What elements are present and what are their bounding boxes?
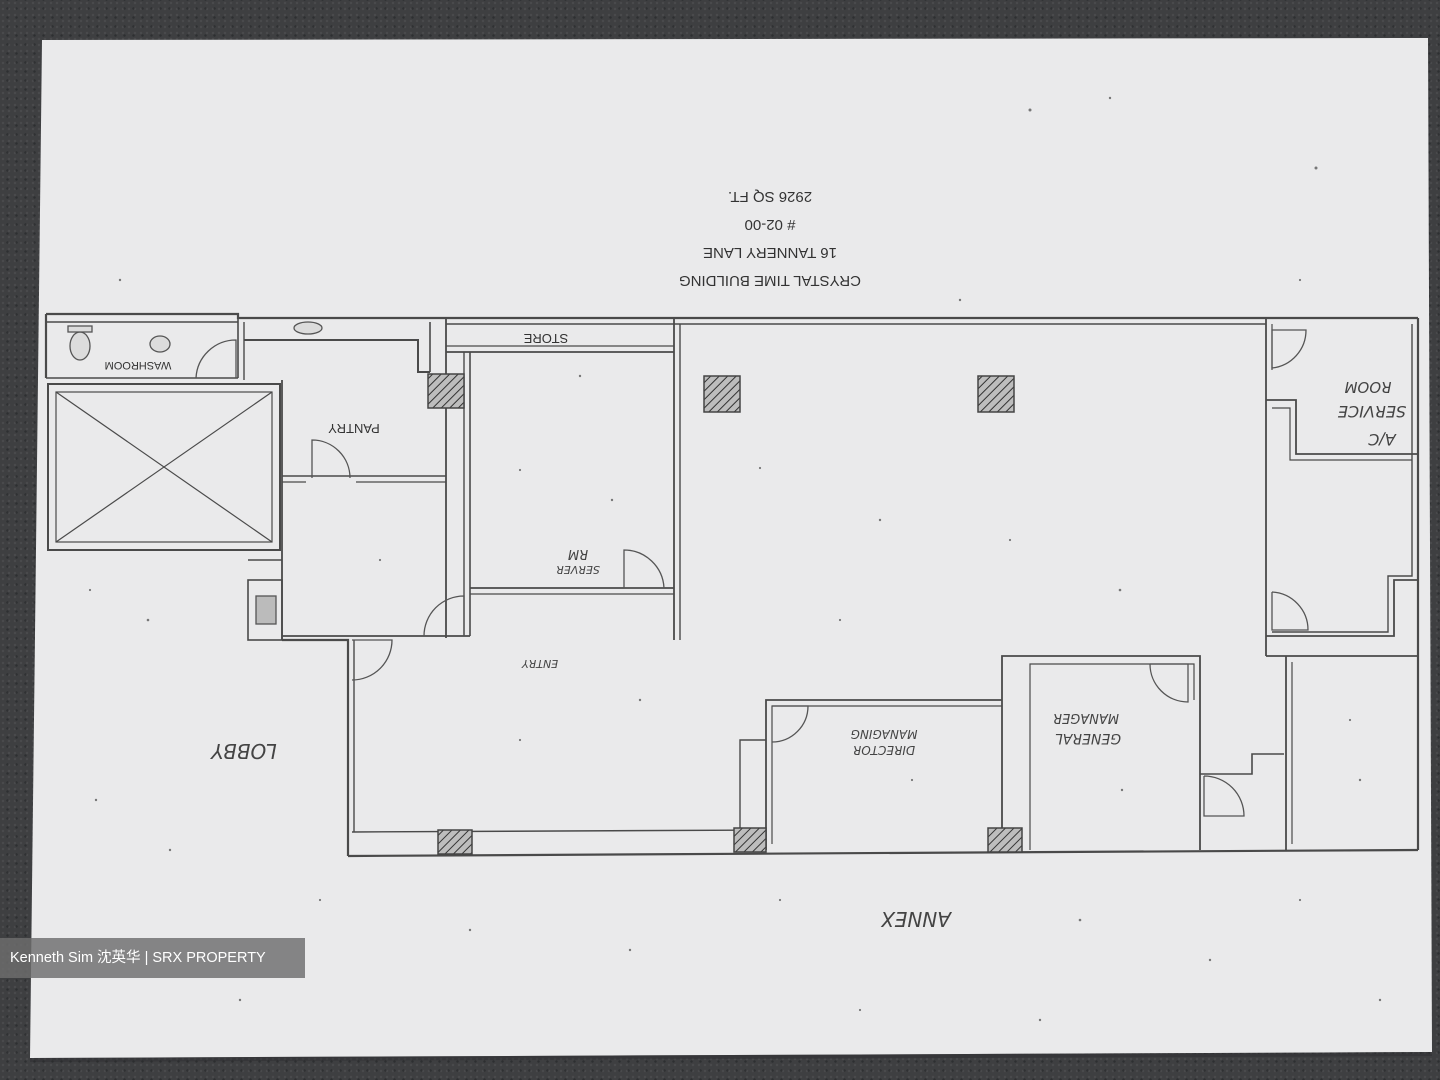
ac-service-label-line3: ROOM: [1344, 378, 1391, 396]
column: [977, 375, 1015, 413]
column: [427, 373, 465, 409]
pantry-sink-icon: [293, 321, 323, 335]
title-block: CRYSTAL TIME BUILDING 16 TANNERY LANE # …: [679, 188, 861, 289]
door-swings: [195, 329, 1309, 817]
server-room-label-line2: RM: [568, 546, 588, 561]
lobby-label: LOBBY: [209, 739, 276, 763]
washroom-fixtures: [67, 321, 323, 625]
title-building: CRYSTAL TIME BUILDING: [679, 272, 861, 289]
photocopy-specks: [88, 96, 1382, 1022]
paper-shadow-edge: [30, 1052, 1432, 1062]
title-area: 2926 SQ FT.: [728, 188, 812, 205]
title-address: 16 TANNERY LANE: [703, 244, 837, 261]
washroom-label: WASHROOM: [105, 359, 172, 371]
cabinet-icon: [255, 595, 277, 625]
managing-director-label-line1: MANAGING: [851, 727, 918, 741]
store-label: STORE: [523, 331, 568, 346]
handwritten-labels: SERVER RM A/C SERVICE ROOM MANAGING DIRE…: [209, 378, 1406, 931]
title-unit: # 02-00: [745, 216, 796, 233]
managing-director-label-line2: DIRECTOR: [853, 743, 915, 757]
paper-sheet: [30, 38, 1432, 1058]
sink-icon: [149, 335, 171, 353]
column: [437, 829, 473, 855]
general-manager-label-line2: MANAGER: [1053, 710, 1119, 725]
pantry-label: PANTRY: [328, 421, 380, 436]
ac-service-label-line2: SERVICE: [1337, 402, 1406, 421]
room-labels: WASHROOM STORE PANTRY: [105, 331, 569, 436]
toilet-icon: [69, 331, 91, 361]
entry-label: ENTRY: [521, 657, 559, 670]
server-room-label-line1: SERVER: [556, 563, 600, 576]
toilet-tank-icon: [67, 325, 93, 333]
annex-label: ANNEX: [880, 907, 953, 931]
floor-plan-walls: [44, 312, 1420, 858]
general-manager-label-line1: GENERAL: [1055, 730, 1121, 746]
column: [987, 827, 1023, 853]
ac-service-label-line1: A/C: [1367, 430, 1396, 449]
watermark: Kenneth Sim 沈英华 | SRX PROPERTY: [0, 938, 305, 978]
structural-columns: [427, 373, 1023, 855]
column: [703, 375, 741, 413]
column: [733, 827, 767, 853]
